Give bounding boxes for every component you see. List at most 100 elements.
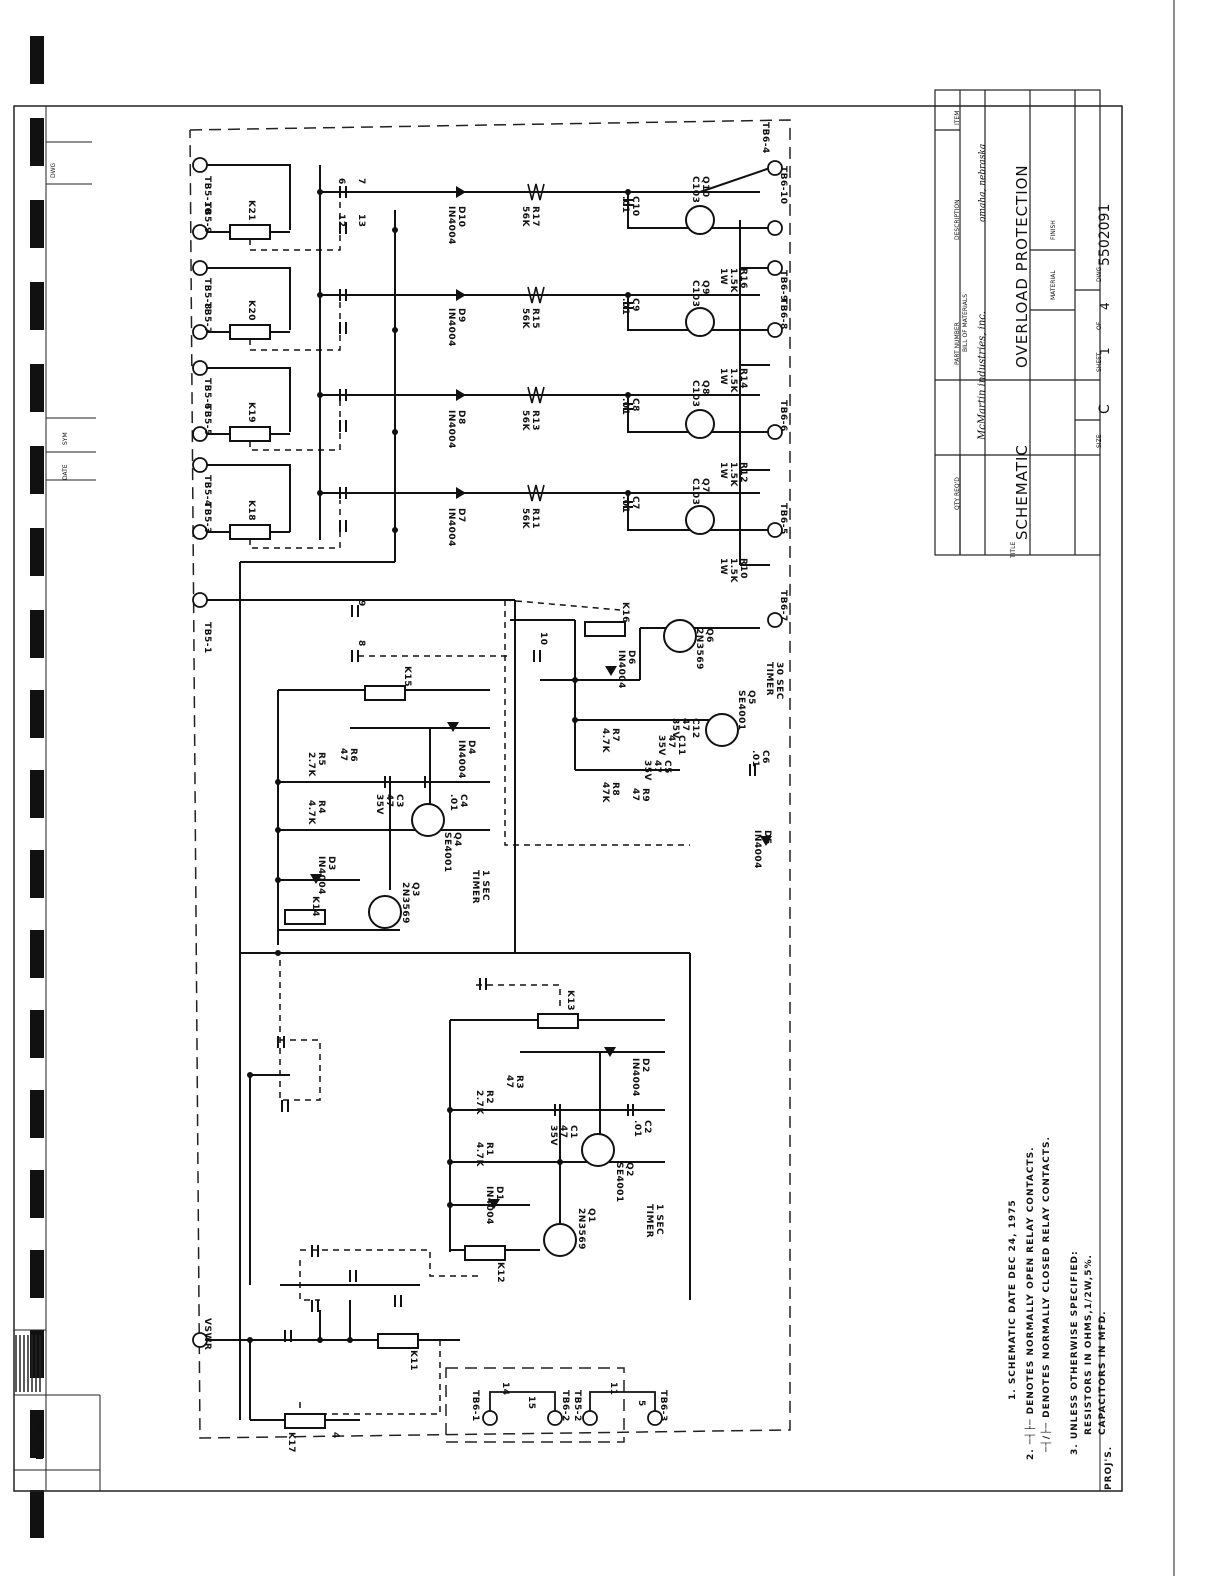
c1-volt: 35V	[548, 1125, 558, 1146]
r7-value: 4.7K	[600, 728, 610, 753]
r11-value: 56K	[520, 508, 530, 529]
c1-value: 47	[558, 1125, 568, 1139]
q3-label: Q3	[410, 882, 420, 897]
dwg-side-label: DWG	[50, 162, 57, 178]
d7-type: IN4004	[446, 508, 456, 547]
vswr-label: VSWR	[202, 1318, 212, 1351]
r13-value: 56K	[520, 410, 530, 431]
capacitors	[384, 199, 756, 1116]
r6-label: R6	[348, 748, 358, 763]
c6-label: C6	[760, 750, 770, 764]
c12-volt: 35V	[670, 718, 680, 739]
c3-label: C3	[394, 794, 404, 808]
d9-type: IN4004	[446, 308, 456, 347]
tb6-3-label: TB6-3	[658, 1390, 668, 1422]
relay-k12-label: K12	[495, 1262, 505, 1283]
c6-value: .01	[750, 750, 760, 768]
note-2b: ─┤/├─ DENOTES NORMALLY CLOSED RELAY CONT…	[1042, 1136, 1052, 1452]
tb6-2-label: TB6-2	[560, 1390, 570, 1422]
r11-label: R11	[530, 508, 540, 529]
r14-label: R14	[738, 368, 748, 389]
c10-value: .01	[620, 196, 630, 214]
bom-label: BILL OF MATERIALS	[962, 293, 969, 352]
d9-label: D9	[456, 308, 466, 323]
d6-label: D6	[626, 650, 636, 665]
d5-type: IN4004	[752, 830, 762, 869]
q2-label: Q2	[624, 1162, 634, 1177]
r12-value: 1.5K	[728, 462, 738, 487]
q8-label: Q8	[700, 380, 710, 395]
relay-k11-label: K11	[408, 1350, 418, 1371]
q4-label: Q4	[452, 832, 462, 847]
part-number-caption: PART NUMBER	[954, 322, 961, 365]
r5-label: R5	[316, 752, 326, 767]
c3-value: 47	[384, 794, 394, 808]
tb5-1-label: TB5-1	[202, 622, 212, 654]
contact-8-label: 8	[356, 640, 366, 647]
r12-label: R12	[738, 462, 748, 483]
c9-label: C9	[630, 298, 640, 312]
transistors	[368, 205, 739, 1257]
relay-k21-label: K21	[246, 200, 256, 221]
tb6-8-label: TB6-8	[778, 298, 788, 330]
binder-marks	[30, 36, 44, 1538]
r15-label: R15	[530, 308, 540, 329]
q8-type: C103	[690, 380, 700, 408]
c5-volt: 35V	[642, 760, 652, 781]
r8-label: R8	[610, 782, 620, 797]
qty-caption: QTY REQ'D	[954, 477, 961, 510]
sym-label: SYM	[62, 432, 69, 445]
tb6-9-label: TB6-9	[778, 270, 788, 302]
q7-type: C103	[690, 478, 700, 506]
r8-value: 47K	[600, 782, 610, 803]
d5-label: D5	[762, 830, 772, 845]
size-caption: SIZE	[1096, 434, 1103, 448]
r1-label: R1	[484, 1142, 494, 1157]
r17-label: R17	[530, 206, 540, 227]
c4-value: .01	[448, 794, 458, 812]
contact-6-label: 6	[336, 178, 346, 185]
q3-type: 2N3569	[400, 882, 410, 924]
contact-11-label: 11	[608, 1382, 618, 1396]
q4-type: SE4001	[442, 832, 452, 873]
r9-label: R9	[640, 788, 650, 803]
note-3b: CAPACITORS IN MFD.	[1098, 1310, 1108, 1435]
r14-value: 1.5K	[728, 368, 738, 393]
ruler-ticks	[15, 1335, 41, 1392]
q10-type: C103	[690, 176, 700, 204]
relay-k18-label: K18	[246, 500, 256, 521]
sheet-border	[13, 0, 1175, 1576]
d3-type: IN4004	[316, 856, 326, 895]
timer1a-label2: TIMER	[470, 870, 480, 905]
d8-type: IN4004	[446, 410, 456, 449]
r6-value: 47	[338, 748, 348, 762]
r14-watt: 1W	[718, 368, 728, 386]
c2-value: .01	[632, 1120, 642, 1138]
bottom-contacts	[489, 1391, 656, 1411]
tb5-5-label: TB5-5	[202, 404, 212, 436]
company-name: McMartin industries, inc.	[977, 310, 988, 440]
q10-label: Q10	[700, 176, 710, 198]
c9-value: .01	[620, 298, 630, 316]
q9-label: Q9	[700, 280, 710, 295]
c5-value: 47	[652, 760, 662, 774]
q5-type: SE4001	[736, 690, 746, 731]
title-caption: TITLE	[1010, 541, 1017, 558]
relay-k16-label: K16	[620, 602, 630, 623]
timer30-label2: TIMER	[764, 662, 774, 697]
timer30-label: 30 SEC	[774, 662, 784, 700]
scr-stage-wiring	[205, 164, 771, 1420]
d2-type: IN4004	[630, 1058, 640, 1097]
c2-label: C2	[642, 1120, 652, 1134]
dwg-caption: DWG	[1096, 266, 1103, 282]
timer1b-label: 1 SEC	[654, 1204, 664, 1236]
r3-label: R3	[514, 1075, 524, 1090]
tb5-3-label: TB5-3	[202, 502, 212, 534]
contact-10-label: 10	[538, 632, 548, 646]
date-label: DATE	[62, 464, 69, 480]
relay-k17-label: K17	[286, 1432, 296, 1453]
c11-volt: 35V	[656, 735, 666, 756]
contact-5-label: 5	[636, 1400, 646, 1407]
contact-9-label: 9	[356, 600, 366, 607]
d7-label: D7	[456, 508, 466, 523]
